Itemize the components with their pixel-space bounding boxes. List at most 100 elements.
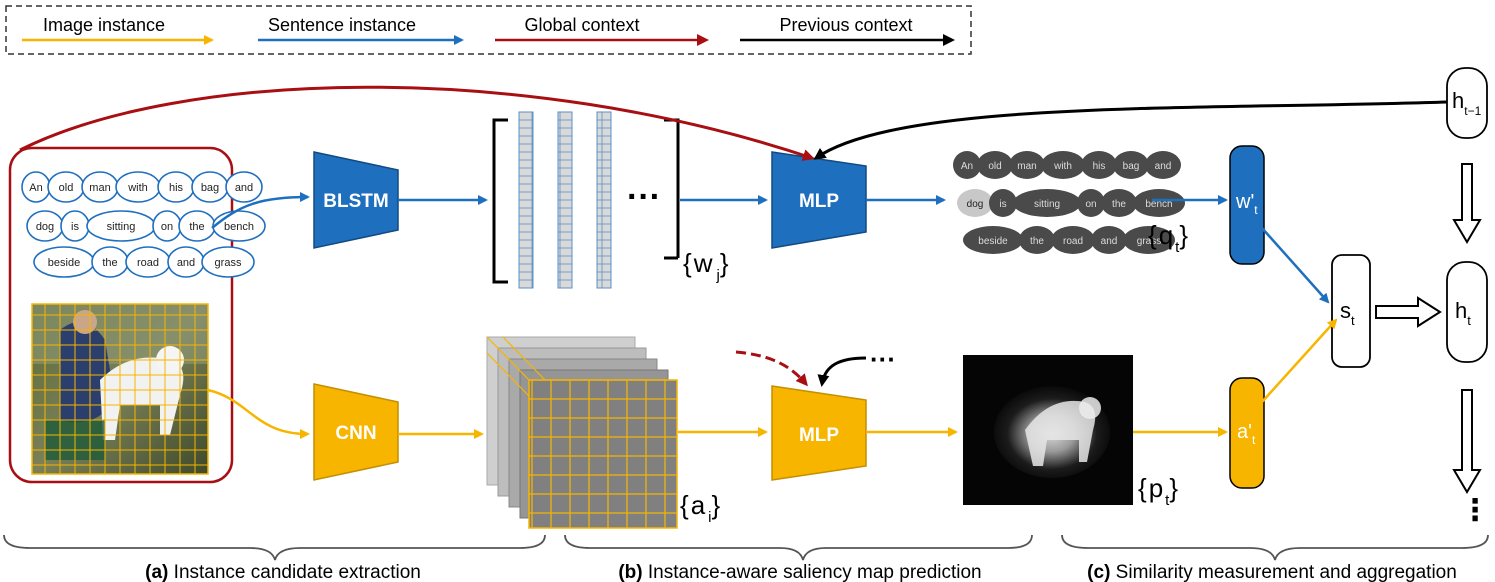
word-text: and: [235, 182, 253, 194]
word-bubble: [225, 171, 263, 203]
legend: Image instance Sentence instance Global …: [5, 5, 972, 55]
section-b-caption: (b) Instance-aware saliency map predicti…: [618, 562, 981, 582]
word-bubble: [957, 189, 993, 217]
word-bubble: [1009, 151, 1045, 179]
legend-image-instance-label: Image instance: [43, 15, 165, 35]
legend-previous-context-label: Previous context: [779, 15, 912, 35]
input-image: [31, 303, 209, 475]
section-c-caption: (c) Similarity measurement and aggregati…: [1087, 562, 1457, 582]
hollow-arrow-down-2: [1452, 389, 1482, 494]
word-text: road: [1063, 236, 1083, 247]
word-text: is: [999, 199, 1006, 210]
word-bubble: [1091, 226, 1127, 254]
cnn-label: CNN: [335, 423, 376, 444]
word-text: beside: [48, 257, 80, 269]
a-prime-label: a't: [1237, 421, 1256, 447]
word-text: bench: [224, 221, 254, 233]
word-text: the: [1030, 236, 1044, 247]
blstm-module: [313, 151, 399, 249]
saliency-map: [963, 355, 1133, 505]
h-prev-label: ht−1: [1452, 88, 1482, 118]
word-bubble: [1041, 151, 1085, 179]
word-bubble: [1101, 189, 1137, 217]
word-text: and: [1155, 161, 1172, 172]
word-text: man: [89, 182, 110, 194]
word-text: grass: [215, 257, 242, 269]
word-text: sitting: [1034, 199, 1060, 210]
word-text: grass: [1137, 236, 1161, 247]
word-bubble: [1051, 226, 1095, 254]
word-bubble: [1019, 226, 1055, 254]
word-bubble: [201, 246, 255, 278]
feature-maps: [486, 336, 678, 529]
aprime-to-st-arrow: [1261, 318, 1338, 403]
image-to-cnn-arrow: [207, 388, 310, 439]
word-text: bag: [1123, 161, 1140, 172]
word-bubble: [1013, 189, 1081, 217]
word-text: and: [1101, 236, 1118, 247]
section-a-brace: [3, 534, 546, 561]
word-text: the: [189, 221, 204, 233]
legend-global-context-label: Global context: [524, 15, 639, 35]
a-prime-vector: [1229, 377, 1265, 489]
word-text: his: [169, 182, 184, 194]
word-bubble: [1133, 189, 1185, 217]
section-a-caption: (a) Instance candidate extraction: [145, 562, 421, 582]
h-t-label: ht: [1455, 298, 1471, 328]
mlp-bottom-label: MLP: [799, 425, 839, 446]
similarity-box: [1331, 254, 1371, 368]
word-text: with: [1053, 161, 1072, 172]
w-prime-label: w't: [1235, 191, 1258, 217]
word-text: and: [177, 257, 195, 269]
word-text: his: [1093, 161, 1106, 172]
feature-ellipsis: ···: [627, 178, 661, 216]
word-text: road: [137, 257, 159, 269]
previous-context-small-arrow: [817, 356, 867, 387]
mlp-bottom-module: [771, 385, 867, 481]
hollow-arrow-down-1: [1452, 163, 1482, 244]
cnn-module: [313, 383, 399, 481]
h-t-box: [1446, 261, 1488, 363]
word-text: the: [102, 257, 117, 269]
word-text: bench: [1145, 199, 1172, 210]
word-bubble: [977, 151, 1013, 179]
word-text: with: [127, 182, 148, 194]
word-features: ···: [492, 111, 680, 289]
word-bubble: [953, 151, 981, 179]
word-bubble: [1145, 151, 1181, 179]
context-ellipsis: ···: [870, 344, 896, 374]
word-bubble: [1123, 226, 1175, 254]
instance-candidate-box: [8, 146, 234, 484]
word-text: on: [1085, 199, 1096, 210]
word-bubble: [1077, 189, 1105, 217]
previous-context-arrow: [813, 100, 1448, 160]
word-text: dog: [36, 221, 54, 233]
wprime-to-st-arrow: [1261, 227, 1330, 304]
w-prime-vector: [1229, 145, 1265, 265]
word-text: man: [1017, 161, 1036, 172]
word-text: old: [988, 161, 1001, 172]
section-c-brace: [1061, 534, 1489, 561]
mlp-top-label: MLP: [799, 191, 839, 212]
word-text: sitting: [107, 221, 136, 233]
global-context-arrow: [19, 85, 815, 161]
mlp-top-module: [771, 151, 867, 249]
section-b-brace: [564, 534, 1033, 561]
sentence-to-blstm-arrow: [211, 192, 310, 229]
word-text: the: [1112, 199, 1126, 210]
word-bubble: [1081, 151, 1117, 179]
word-text: bag: [201, 182, 219, 194]
global-context-small-arrow: [735, 350, 808, 387]
word-text: beside: [978, 236, 1008, 247]
word-bubble: [1113, 151, 1149, 179]
vertical-dots: ⋮: [1460, 494, 1490, 527]
legend-sentence-instance-label: Sentence instance: [268, 15, 416, 35]
word-text: An: [29, 182, 42, 194]
